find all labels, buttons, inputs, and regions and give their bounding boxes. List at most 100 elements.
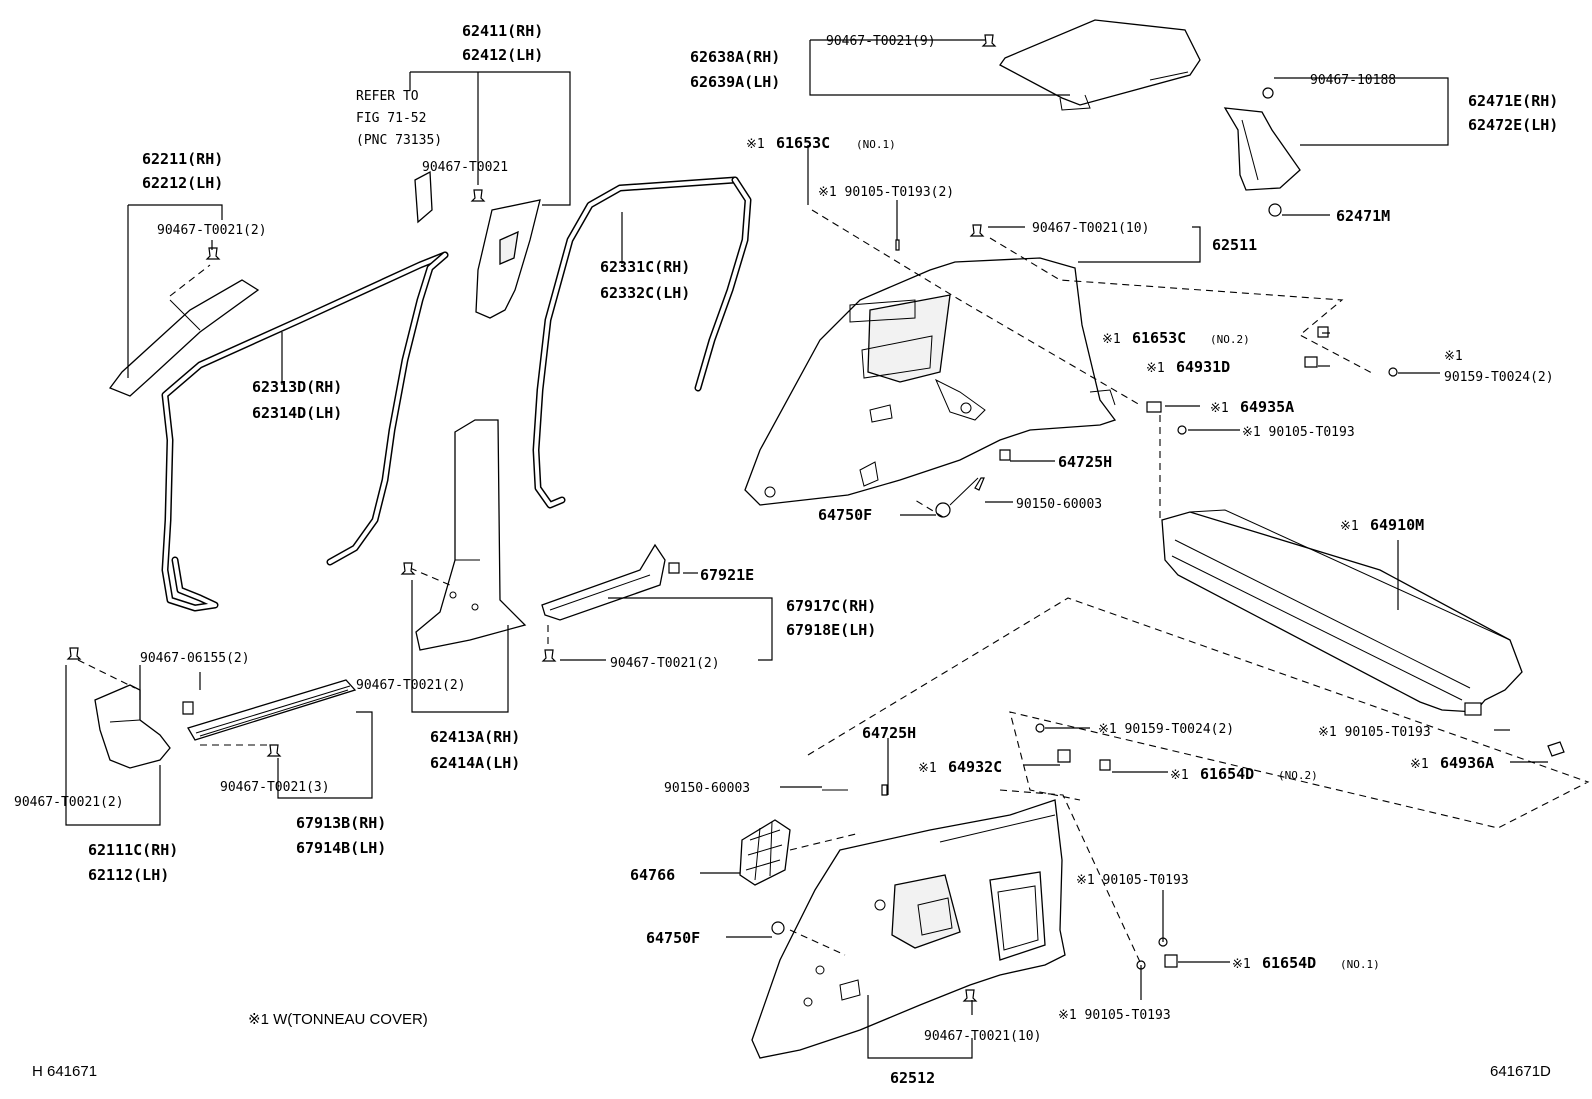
- note-mark: ※1: [1444, 349, 1463, 364]
- clip-label-90467-10188: 90467-10188: [1310, 73, 1396, 88]
- clip-label-90105-t0193: ※1 90105-T0193: [1058, 1008, 1171, 1023]
- clip-icon: [949, 477, 979, 506]
- part-sub-61653c-no1: (NO.1): [856, 138, 896, 151]
- part-number-62413a: 62413A(RH): [430, 728, 520, 746]
- part-number-67921e: 67921E: [700, 566, 754, 584]
- a-pillar-trim-drawing: [108, 264, 260, 397]
- clip-icon: [400, 562, 416, 575]
- clip-label-90105-t0193: ※1 90105-T0193: [1318, 725, 1431, 740]
- footer-code-right: 641671D: [1490, 1063, 1551, 1080]
- clip-label-90150-60003: 90150-60003: [664, 781, 750, 796]
- clip-label-90467-t0021-9: 90467-T0021(9): [826, 34, 936, 49]
- part-number-62313d: 62313D(RH): [252, 378, 342, 396]
- part-number-62332c: 62332C(LH): [600, 284, 690, 302]
- part-number-62314d: 62314D(LH): [252, 404, 342, 422]
- roof-side-garnish-drawing: [999, 19, 1201, 111]
- clip-label-90467-t0021-2: 90467-T0021(2): [14, 795, 124, 810]
- part-number-61654d-no1: 61654D: [1262, 954, 1316, 972]
- part-number-64750f: 64750F: [818, 506, 872, 524]
- clip-label-90467-t0021-2: 90467-T0021(2): [610, 656, 720, 671]
- clip-label-90467-t0021-2: 90467-T0021(2): [356, 678, 466, 693]
- part-number-67917c: 67917C(RH): [786, 597, 876, 615]
- callout-labels: 62411(RH) 62412(LH) REFER TO FIG 71-52 (…: [14, 22, 1558, 1087]
- part-number-62111c: 62111C(RH): [88, 841, 178, 859]
- clip-icon: [541, 649, 557, 662]
- cowl-side-trim-drawing: [77, 659, 171, 769]
- note-mark: ※1: [1410, 757, 1429, 772]
- part-number-62511: 62511: [1212, 236, 1257, 254]
- part-number-64931d: 64931D: [1176, 358, 1230, 376]
- clip-icon: [999, 449, 1011, 461]
- note-mark: ※1: [1102, 332, 1121, 347]
- clip-label-90105-t0193-2: ※1 90105-T0193(2): [818, 185, 954, 200]
- part-number-62212: 62212(LH): [142, 174, 223, 192]
- note-mark: ※1: [1232, 957, 1251, 972]
- clip-label-90467-t0021-10: 90467-T0021(10): [924, 1029, 1041, 1044]
- part-sub-61654d-no2: (NO.2): [1278, 769, 1318, 782]
- part-number-64725h: 64725H: [862, 724, 916, 742]
- part-number-62412: 62412(LH): [462, 46, 543, 64]
- quarter-trim-upper-drawing: [744, 257, 1117, 506]
- clip-icon: [1164, 954, 1178, 968]
- b-pillar-lower-trim-drawing: [409, 419, 527, 651]
- clip-label-90159-t0024-2: ※1 90159-T0024(2): [1098, 722, 1234, 737]
- part-number-62639a: 62639A(LH): [690, 73, 780, 91]
- part-number-64750f: 64750F: [646, 929, 700, 947]
- part-number-62331c: 62331C(RH): [600, 258, 690, 276]
- part-number-62472e: 62472E(LH): [1468, 116, 1558, 134]
- clip-label-90467-t0021-10: 90467-T0021(10): [1032, 221, 1149, 236]
- assembly-dashed-lines: [789, 209, 1590, 963]
- refer-note-line3: (PNC 73135): [356, 133, 442, 148]
- part-sub-61654d-no1: (NO.1): [1340, 958, 1380, 971]
- clip-label-90467-t0021-2: 90467-T0021(2): [157, 223, 267, 238]
- refer-note-line2: FIG 71-52: [356, 111, 426, 126]
- tonneau-cover-drawing: [1161, 509, 1523, 716]
- clip-icon: [935, 502, 951, 518]
- rear-scuff-plate-drawing: [541, 543, 666, 645]
- part-number-62512: 62512: [890, 1069, 935, 1087]
- clip-icon: [974, 477, 985, 491]
- note-mark: ※1: [1146, 361, 1165, 376]
- clip-icon: [881, 784, 888, 796]
- part-number-67913b: 67913B(RH): [296, 814, 386, 832]
- clip-icon: [969, 224, 985, 237]
- clip-icon: [668, 562, 680, 574]
- part-number-62471e: 62471E(RH): [1468, 92, 1558, 110]
- part-number-61653c-no1: 61653C: [776, 134, 830, 152]
- clip-icon: [1388, 367, 1398, 377]
- part-number-64766: 64766: [630, 866, 675, 884]
- clip-icon: [1035, 723, 1045, 733]
- clip-icon: [205, 247, 221, 260]
- part-number-62414a: 62414A(LH): [430, 754, 520, 772]
- front-door-weatherstrip-drawing: [161, 251, 449, 612]
- clip-label-90105-t0193: ※1 90105-T0193: [1242, 425, 1355, 440]
- clip-icon: [1099, 759, 1111, 771]
- part-number-62411: 62411(RH): [462, 22, 543, 40]
- clip-label-90467-t0021: 90467-T0021: [422, 160, 508, 175]
- clip-icon: [66, 647, 82, 660]
- front-scuff-plate-drawing: [187, 679, 357, 746]
- part-number-64910m: 64910M: [1370, 516, 1424, 534]
- note-mark: ※1: [1340, 519, 1359, 534]
- part-number-67914b: 67914B(LH): [296, 839, 386, 857]
- part-number-67918e: 67918E(LH): [786, 621, 876, 639]
- b-pillar-upper-trim-drawing: [414, 170, 541, 319]
- clip-icons: [66, 34, 1565, 1002]
- clip-icon: [981, 34, 997, 47]
- clip-icon: [1057, 749, 1071, 763]
- clip-icon: [470, 189, 486, 202]
- clip-icon: [1146, 401, 1162, 413]
- clip-icon: [182, 701, 194, 715]
- clip-label-90159-t0024-2: 90159-T0024(2): [1444, 370, 1554, 385]
- clip-label-90467-06155-2: 90467-06155(2): [140, 651, 250, 666]
- clip-label-90467-t0021-3: 90467-T0021(3): [220, 780, 330, 795]
- quarter-trim-lower-drawing: [751, 799, 1066, 1059]
- part-number-64935a: 64935A: [1240, 398, 1294, 416]
- part-number-62638a: 62638A(RH): [690, 48, 780, 66]
- part-number-62112: 62112(LH): [88, 866, 169, 884]
- clip-icon: [1304, 356, 1318, 368]
- rear-door-weatherstrip-drawing: [532, 176, 752, 509]
- clip-label-90150-60003: 90150-60003: [1016, 497, 1102, 512]
- clip-label-90105-t0193: ※1 90105-T0193: [1076, 873, 1189, 888]
- part-number-64936a: 64936A: [1440, 754, 1494, 772]
